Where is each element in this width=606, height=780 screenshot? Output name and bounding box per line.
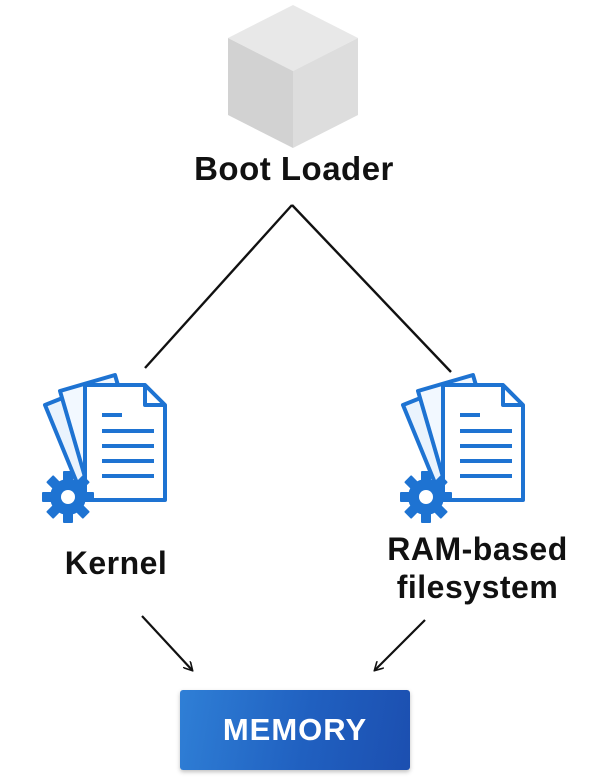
memory-label: MEMORY (222, 712, 368, 747)
document-gear-icon (400, 373, 525, 523)
cube-icon (228, 5, 358, 148)
ram-filesystem-label: RAM-based filesystem (355, 530, 600, 606)
ram-filesystem-label-line1: RAM-based (387, 531, 568, 567)
ram-filesystem-label-line2: filesystem (396, 569, 559, 605)
boot-loader-label: Boot Loader (194, 150, 394, 187)
arrow-kernel-to-memory (141, 615, 192, 670)
connector-boot-to-kernel (144, 204, 293, 369)
connector-boot-to-ramfs (291, 204, 452, 373)
kernel-label: Kernel (64, 545, 168, 581)
arrow-ramfs-to-memory (375, 619, 426, 670)
memory-box: MEMORY (180, 690, 410, 770)
document-gear-icon (42, 373, 167, 523)
